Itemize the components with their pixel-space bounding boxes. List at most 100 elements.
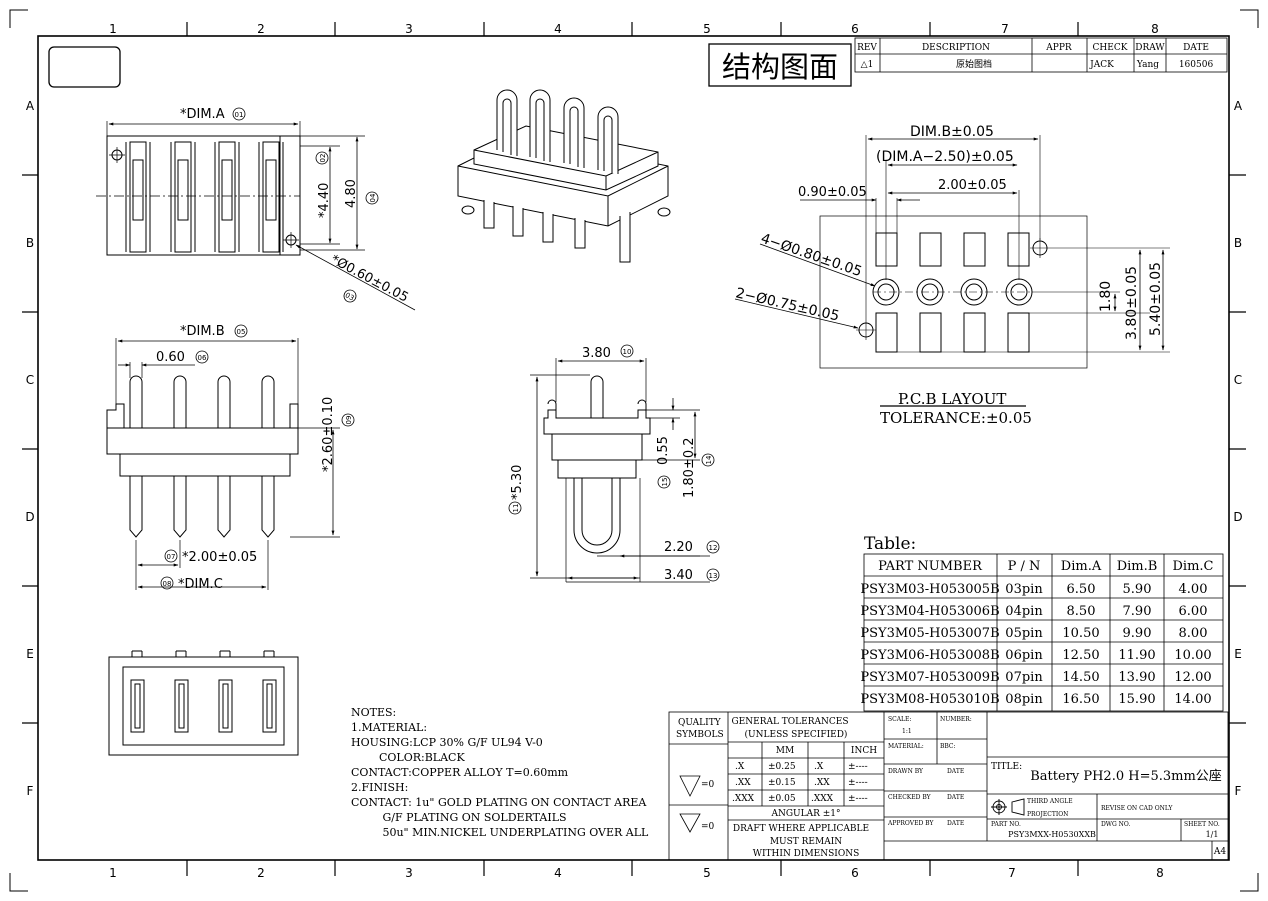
pcb-dim-a-minus: (DIM.A−2.50)±0.05 (876, 149, 1014, 165)
pin-width-callout: 06 (198, 354, 207, 362)
table-cell: 12.00 (1174, 670, 1211, 685)
col-label-bottom: 5 (703, 866, 711, 880)
rev-col-rev: REV (857, 43, 877, 53)
side-180-callout: 14 (705, 455, 713, 464)
pcb-tolerance: TOLERANCE:±0.05 (880, 409, 1032, 427)
projection-symbol-icon (991, 798, 1025, 816)
revise-note: REVISE ON CAD ONLY (1101, 805, 1173, 812)
tol-cell: .XX (814, 778, 830, 788)
pcb-holes-4: 4−Ø0.80±0.05 (759, 231, 864, 281)
side-width-callout: 10 (623, 348, 632, 356)
dim-480-label: 4.80 (344, 179, 359, 208)
unless-specified: (UNLESS SPECIFIED) (745, 729, 848, 740)
dim-440-callout: 02 (319, 154, 327, 163)
note-line: 2.FINISH: (351, 781, 408, 794)
row-label-right: A (1234, 99, 1243, 113)
bbc-label: BBC: (940, 743, 956, 750)
table-cell: 6.50 (1067, 582, 1096, 597)
pcb-v540: 5.40±0.05 (1148, 262, 1164, 336)
tol-cell: ±0.05 (768, 794, 796, 804)
table-cell: PSY3M05-H053007B (860, 626, 999, 641)
part-no-label: PART NO. (991, 821, 1021, 828)
col-label-bottom: 4 (554, 866, 562, 880)
drawing-frame (9, 9, 1259, 892)
material-label: MATERIAL: (888, 743, 924, 750)
dim-440-label: *4.40 (317, 183, 332, 218)
col-label-bottom: 6 (851, 866, 859, 880)
title-value: Battery PH2.0 H=5.3mm公座 (1030, 769, 1222, 784)
col-label-bottom: 2 (257, 866, 265, 880)
third-angle-label: THIRD ANGLE (1027, 798, 1073, 805)
tol-cell: .XXX (811, 794, 834, 804)
table-caption: Table: (864, 534, 916, 554)
col-label-top: 5 (703, 22, 711, 36)
side-055-callout: 15 (661, 478, 669, 487)
quality-symbol-2: =0 (701, 822, 715, 832)
dim-480-callout: 04 (369, 193, 377, 202)
row-label-left: F (27, 784, 34, 798)
notes: NOTES: 1.MATERIAL: HOUSING:LCP 30% G/F U… (351, 706, 649, 839)
number-label: NUMBER: (940, 716, 972, 723)
tol-cell: .XXX (732, 794, 755, 804)
table-header-cell: PART NUMBER (878, 559, 983, 574)
pcb-edge: 0.90±0.05 (798, 185, 867, 200)
side-width-label: 3.80 (582, 346, 611, 361)
col-label-top: 7 (1001, 22, 1009, 36)
col-label-top: 6 (851, 22, 859, 36)
checked-date-label: DATE (947, 794, 964, 801)
rev-col-appr: APPR (1045, 43, 1072, 53)
table-header-cell: Dim.A (1061, 559, 1102, 574)
row-label-left: B (26, 236, 34, 250)
side-180-label: 1.80±0.2 (682, 437, 697, 498)
table-cell: 6.00 (1179, 604, 1208, 619)
table-cell: 08pin (1005, 692, 1043, 707)
approved-date-label: DATE (947, 820, 964, 827)
table-cell: 5.90 (1123, 582, 1152, 597)
col-label-bottom: 7 (1008, 866, 1016, 880)
tol-cell: ±---- (848, 762, 868, 772)
rev-value-check: JACK (1089, 60, 1114, 70)
draft-note-3: WITHIN DIMENSIONS (753, 849, 860, 859)
tol-cell: ±---- (848, 794, 868, 804)
note-line: 1.MATERIAL: (351, 721, 427, 734)
table-cell: 05pin (1005, 626, 1043, 641)
pcb-holes-2: 2−Ø0.75±0.05 (734, 285, 841, 324)
angular-tolerance: ANGULAR ±1° (770, 809, 840, 819)
note-line: CONTACT:COPPER ALLOY T=0.60mm (351, 766, 569, 779)
table-cell: PSY3M08-H053010B (860, 692, 999, 707)
side-220-label: 2.20 (664, 540, 693, 555)
table-cell: 11.90 (1118, 648, 1155, 663)
rev-col-check: CHECK (1093, 43, 1128, 53)
table-cell: 4.00 (1179, 582, 1208, 597)
rev-col-desc: DESCRIPTION (922, 43, 990, 53)
hole-dim-callout: 03 (344, 291, 356, 302)
row-label-right: C (1234, 373, 1242, 387)
dim-a-callout: 01 (235, 111, 244, 119)
dim-a-label: *DIM.A (180, 107, 225, 122)
side-height-label: *5.30 (510, 465, 525, 500)
col-label-top: 4 (554, 22, 562, 36)
table-cell: PSY3M07-H053009B (860, 670, 999, 685)
tol-cell: ±0.15 (768, 778, 796, 788)
table-cell: 16.50 (1062, 692, 1099, 707)
draft-note-1: DRAFT WHERE APPLICABLE (733, 824, 869, 834)
row-label-left: E (26, 647, 34, 661)
col-label-top: 1 (109, 22, 117, 36)
height-260-label: *2.60±0.10 (321, 397, 336, 472)
table-cell: PSY3M04-H053006B (860, 604, 999, 619)
dim-c-label: *DIM.C (178, 577, 223, 592)
row-label-right: D (1233, 510, 1242, 524)
col-label-bottom: 3 (405, 866, 413, 880)
rev-value-rev: △1 (861, 60, 874, 70)
table-header-cell: Dim.C (1173, 559, 1214, 574)
title-block: QUALITY SYMBOLS =0 =0 GENERAL TOLERANCES… (668, 711, 1229, 861)
symbols-label: SYMBOLS (676, 730, 724, 740)
table-cell: 10.50 (1062, 626, 1099, 641)
revision-block: 结构图面 REV DESCRIPTION APPR CHECK DRAW DAT… (708, 37, 1228, 87)
note-line: G/F PLATING ON SOLDERTAILS (351, 811, 567, 824)
bottom-view (108, 650, 299, 756)
scale-value: 1:1 (902, 728, 912, 735)
table-cell: 8.50 (1067, 604, 1096, 619)
table-cell: 14.00 (1174, 692, 1211, 707)
rev-value-desc: 原始图档 (956, 58, 992, 70)
